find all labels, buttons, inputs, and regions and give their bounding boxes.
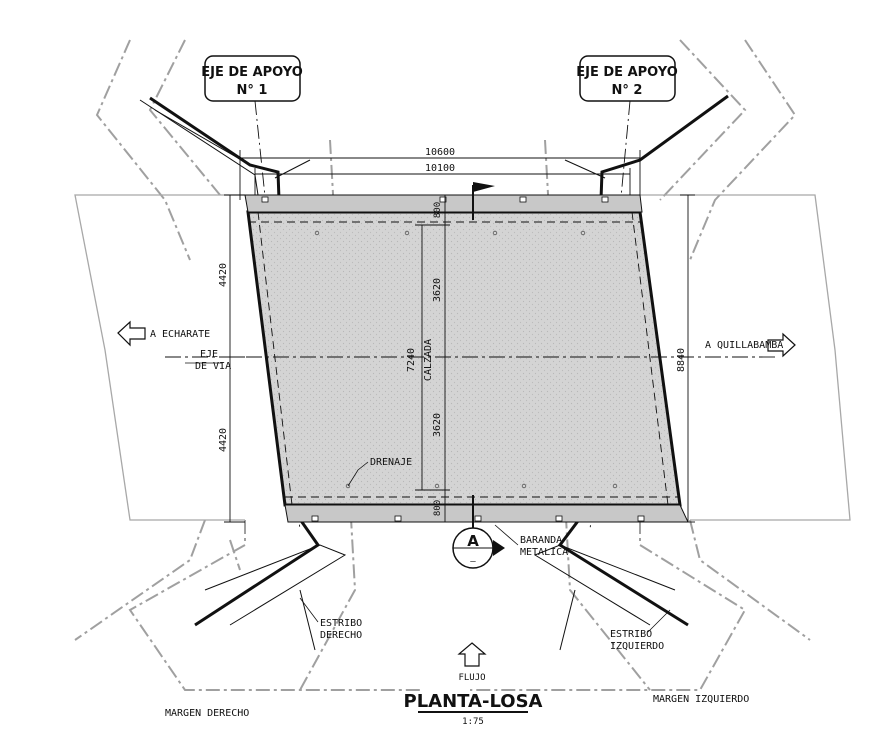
dim-center-upper: 3620 <box>432 278 443 302</box>
wing-wall-thin <box>139 99 676 651</box>
label-estribo-izq-1: ESTRIBO <box>610 629 652 640</box>
label-eje-2: DE VIA <box>195 361 231 372</box>
left-dimensions <box>224 194 245 523</box>
label-margen-derecho: MARGEN DERECHO <box>165 708 249 719</box>
dim-bottom-margin: 800 <box>433 500 443 516</box>
arrow-right-icon <box>767 332 796 358</box>
label-estribo-der-2: DERECHO <box>320 630 362 641</box>
flag-icon <box>472 182 495 220</box>
right-dimension <box>680 194 695 523</box>
svg-text:–: – <box>470 557 476 567</box>
sidewalk-top <box>244 194 643 213</box>
center-dimensions <box>415 195 450 522</box>
svg-text:N° 1: N° 1 <box>237 83 268 98</box>
label-flujo: FLUJO <box>458 673 485 683</box>
label-baranda-2: METALICA <box>520 547 568 558</box>
label-estribo-der-1: ESTRIBO <box>320 618 362 629</box>
baranda-leader <box>494 524 519 546</box>
drain-points <box>314 230 618 489</box>
dim-top-margin: 800 <box>433 202 443 218</box>
dim-left-lower: 4420 <box>218 428 229 452</box>
dim-top-outer: 10600 <box>425 147 455 158</box>
dim-left-upper: 4420 <box>218 263 229 287</box>
label-drenaje: DRENAJE <box>370 457 412 468</box>
svg-text:EJE DE APOYO: EJE DE APOYO <box>576 65 678 80</box>
label-eje-1: EJE <box>200 349 218 360</box>
drawing-title: PLANTA-LOSA <box>404 691 543 712</box>
svg-text:A: A <box>467 532 479 550</box>
label-to-left: A ECHARATE <box>150 329 210 340</box>
axis-label-1: EJE DE APOYO N° 1 <box>201 55 303 102</box>
label-margen-izquierdo: MARGEN IZQUIERDO <box>653 694 749 705</box>
dim-center-total: 7240 <box>406 348 417 372</box>
railing-posts <box>261 196 645 522</box>
axis-label-2: EJE DE APOYO N° 2 <box>576 55 678 102</box>
sidewalk-bottom <box>284 504 689 523</box>
label-calzada: CALZADA <box>423 339 434 381</box>
estribo-der-leader <box>299 597 319 623</box>
section-marker: A – <box>452 527 505 569</box>
arrow-left-icon <box>117 320 146 347</box>
dim-center-lower: 3620 <box>432 413 443 437</box>
svg-text:N° 2: N° 2 <box>612 83 643 98</box>
label-to-right: A QUILLABAMBA <box>705 340 783 351</box>
label-estribo-izq-2: IZQUIERDO <box>610 641 664 652</box>
label-baranda-1: BARANDA <box>520 535 562 546</box>
flow-arrow-icon <box>457 642 487 667</box>
dim-top-inner: 10100 <box>425 163 455 174</box>
drenaje-leader <box>347 461 369 487</box>
deck-slab <box>246 210 682 507</box>
estribo-izq-leader <box>647 609 671 633</box>
dim-right: 8840 <box>676 348 687 372</box>
svg-text:EJE DE APOYO: EJE DE APOYO <box>201 65 303 80</box>
road-outlines <box>74 194 851 521</box>
drawing-scale: 1:75 <box>462 717 484 727</box>
